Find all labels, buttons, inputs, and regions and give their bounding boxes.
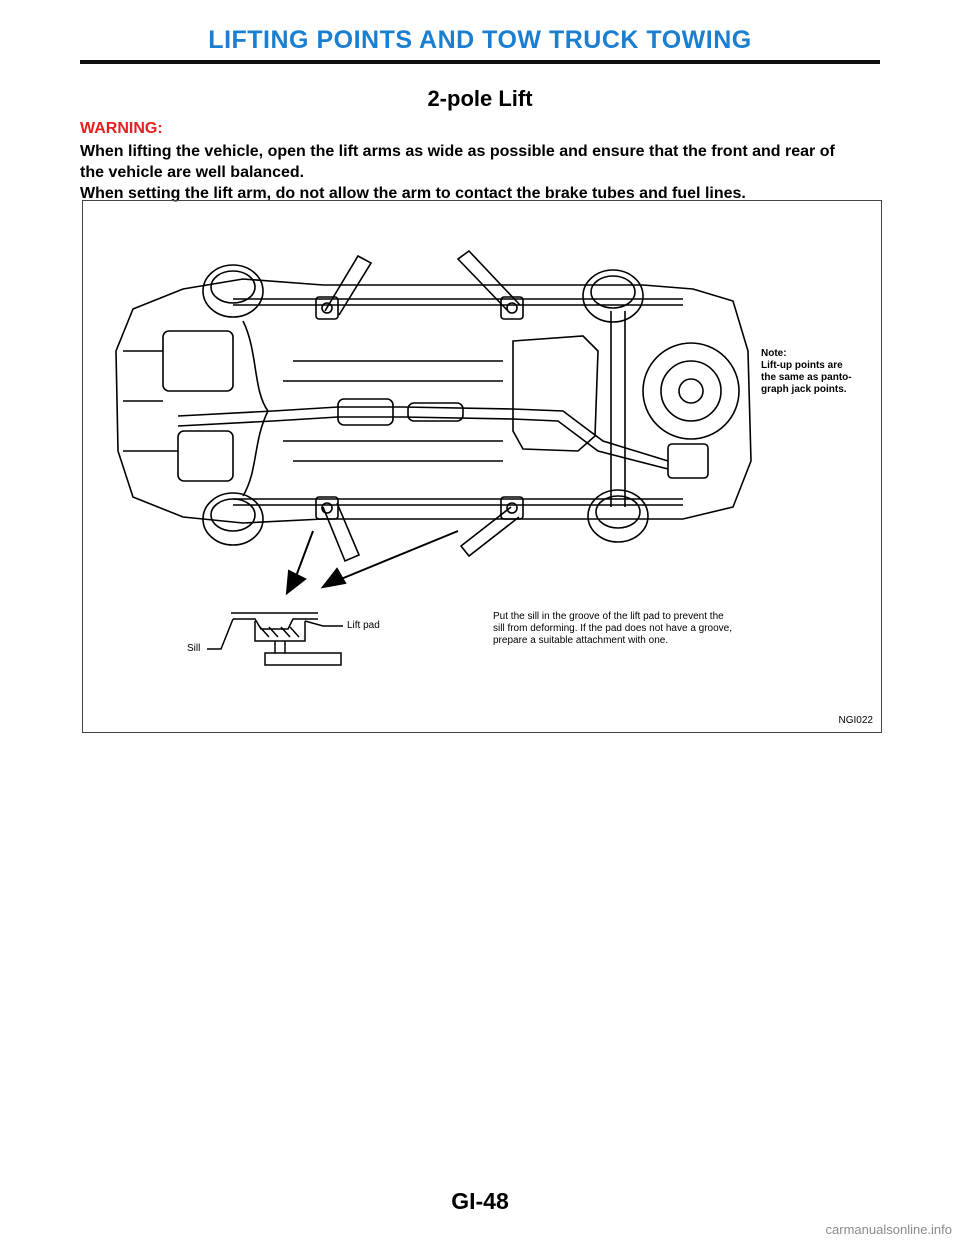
figure-id: NGI022 <box>838 715 873 726</box>
warning-label: WARNING: <box>80 120 163 137</box>
sill-label: Sill <box>187 643 201 654</box>
section-title: 2-pole Lift <box>427 86 533 111</box>
header-title: LIFTING POINTS AND TOW TRUCK TOWING <box>208 26 752 54</box>
pad-note-line: Put the sill in the groove of the lift p… <box>493 611 724 622</box>
warning-line: When lifting the vehicle, open the lift … <box>80 143 835 160</box>
lift-points-figure: Note: Lift-up points are the same as pan… <box>82 200 882 733</box>
pad-note-line: prepare a suitable attachment with one. <box>493 635 669 646</box>
lift-pad-note: Put the sill in the groove of the lift p… <box>493 611 793 647</box>
header-rule <box>80 60 880 64</box>
lift-up-note: Note: Lift-up points are the same as pan… <box>761 348 852 396</box>
note-line: the same as panto- <box>761 372 852 383</box>
warning-line: When setting the lift arm, do not allow … <box>80 185 746 202</box>
vehicle-underbody-illustration <box>115 249 752 666</box>
warning-body: When lifting the vehicle, open the lift … <box>80 141 890 204</box>
note-line: graph jack points. <box>761 384 847 395</box>
lift-pad-label: Lift pad <box>347 620 380 631</box>
page-number: GI-48 <box>451 1188 509 1214</box>
note-line: Lift-up points are <box>761 360 843 371</box>
pad-note-line: sill from deforming. If the pad does not… <box>493 623 733 634</box>
warning-line: the vehicle are well balanced. <box>80 164 305 181</box>
watermark: carmanualsonline.info <box>825 1222 952 1237</box>
note-line: Note: <box>761 348 787 359</box>
